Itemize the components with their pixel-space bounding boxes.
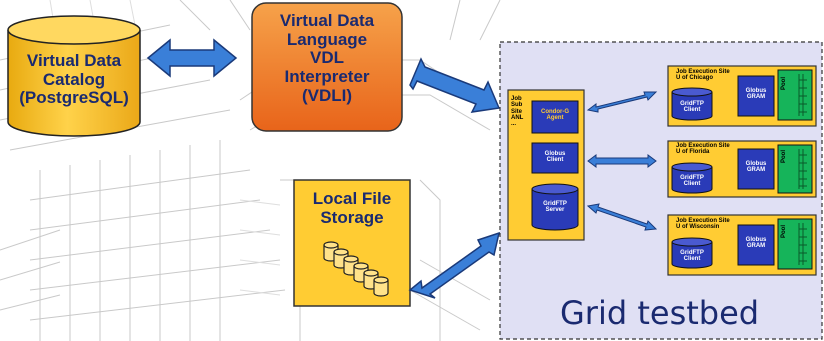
catalog-line2: Catalog xyxy=(42,69,106,89)
storage-line1: Local File xyxy=(312,189,392,208)
exec-site-2-client: GridFTP Client xyxy=(672,175,712,188)
exec-1-gram2: GRAM xyxy=(746,94,766,101)
submit-line5: ... xyxy=(511,121,517,128)
vdli-label: Virtual Data Language VDL Interpreter (V… xyxy=(252,11,402,105)
vdli-line1: Virtual Data xyxy=(279,11,375,30)
vdli-line2: Language xyxy=(286,29,368,49)
storage-label: Local File Storage xyxy=(294,189,410,227)
gridftp-server-label: GridFTP Server xyxy=(532,201,578,214)
vdli-box xyxy=(251,2,403,132)
globus-client-label: Globus Client xyxy=(532,151,578,164)
catalog-line3: (PostgreSQL) xyxy=(19,88,129,108)
pool-node-lines xyxy=(798,74,807,265)
submit-line1: Job xyxy=(511,96,522,102)
storage-testbed-arrow-icon xyxy=(408,231,501,299)
exec-site-1-gram: Globus GRAM xyxy=(738,88,774,101)
catalog-line1: Virtual Data xyxy=(26,51,122,70)
exec-3-client1: GridFTP xyxy=(680,250,704,256)
exec-2-title1: Job Execution Site xyxy=(676,143,730,149)
submit-exec-arrows-icon xyxy=(586,91,658,231)
vdli-testbed-arrow-icon xyxy=(409,57,501,113)
exec-site-1-title: Job Execution Site U of Chicago xyxy=(676,69,730,82)
exec-site-3-gram: Globus GRAM xyxy=(738,237,774,250)
exec-2-gram2: GRAM xyxy=(746,167,766,174)
catalog-vdli-arrow-icon xyxy=(146,38,238,78)
storage-line2: Storage xyxy=(320,207,384,227)
disk-stack-icon xyxy=(323,241,389,297)
catalog-cylinder-icon xyxy=(7,15,141,137)
exec-1-gram1: Globus xyxy=(745,88,767,94)
condor-agent-label: Condor-G Agent xyxy=(532,109,578,122)
exec-3-gram1: Globus xyxy=(745,237,767,243)
exec-site-2-pool: Pool xyxy=(781,150,787,163)
exec-1-title1: Job Execution Site xyxy=(676,69,730,75)
submit-line3: Site xyxy=(511,108,523,115)
exec-3-gram2: GRAM xyxy=(746,243,766,250)
condor-line2: Agent xyxy=(546,115,564,122)
globus-client-line2: Client xyxy=(546,157,564,164)
exec-site-1-client: GridFTP Client xyxy=(672,101,712,114)
gridftp-server-cylinder-icon xyxy=(531,183,579,231)
submit-line2: Sub xyxy=(511,102,523,109)
exec-3-title2: U of Wisconsin xyxy=(676,224,720,231)
exec-site-wisconsin xyxy=(667,214,817,276)
exec-1-client2: Client xyxy=(683,107,701,114)
vdli-line3: VDL xyxy=(310,48,344,68)
globus-client-box xyxy=(531,142,579,174)
condor-line1: Condor-G xyxy=(541,109,569,115)
exec-3-client2: Client xyxy=(683,256,701,263)
exec-site-3-title: Job Execution Site U of Wisconsin xyxy=(676,218,730,231)
gridftp-server-line2: Server xyxy=(545,207,565,214)
exec-1-title2: U of Chicago xyxy=(676,75,713,82)
condor-agent-box xyxy=(531,100,579,134)
exec-1-client1: GridFTP xyxy=(680,101,704,107)
exec-2-client1: GridFTP xyxy=(680,175,704,181)
exec-2-gram1: Globus xyxy=(745,161,767,167)
globus-client-line1: Globus xyxy=(544,151,566,157)
exec-2-title2: U of Florida xyxy=(676,149,710,156)
exec-site-chicago xyxy=(667,65,817,127)
exec-3-title1: Job Execution Site xyxy=(676,218,730,224)
exec-site-2-gram: Globus GRAM xyxy=(738,161,774,174)
gridftp-server-line1: GridFTP xyxy=(543,201,567,207)
submit-site-label: Job Sub Site ANL ... xyxy=(511,96,523,127)
exec-site-1-pool: Pool xyxy=(781,77,787,90)
exec-site-2-title: Job Execution Site U of Florida xyxy=(676,143,730,156)
exec-2-client2: Client xyxy=(683,181,701,188)
catalog-label: Virtual Data Catalog (PostgreSQL) xyxy=(8,51,140,108)
exec-site-3-client: GridFTP Client xyxy=(672,250,712,263)
exec-site-florida xyxy=(667,140,817,198)
vdli-line4: Interpreter xyxy=(284,67,370,87)
grid-testbed-label: Grid testbed xyxy=(560,294,760,332)
exec-site-3-pool: Pool xyxy=(781,225,787,238)
submit-line4: ANL xyxy=(511,114,524,121)
storage-box xyxy=(293,179,411,307)
vdli-line5: (VDLI) xyxy=(301,85,353,105)
